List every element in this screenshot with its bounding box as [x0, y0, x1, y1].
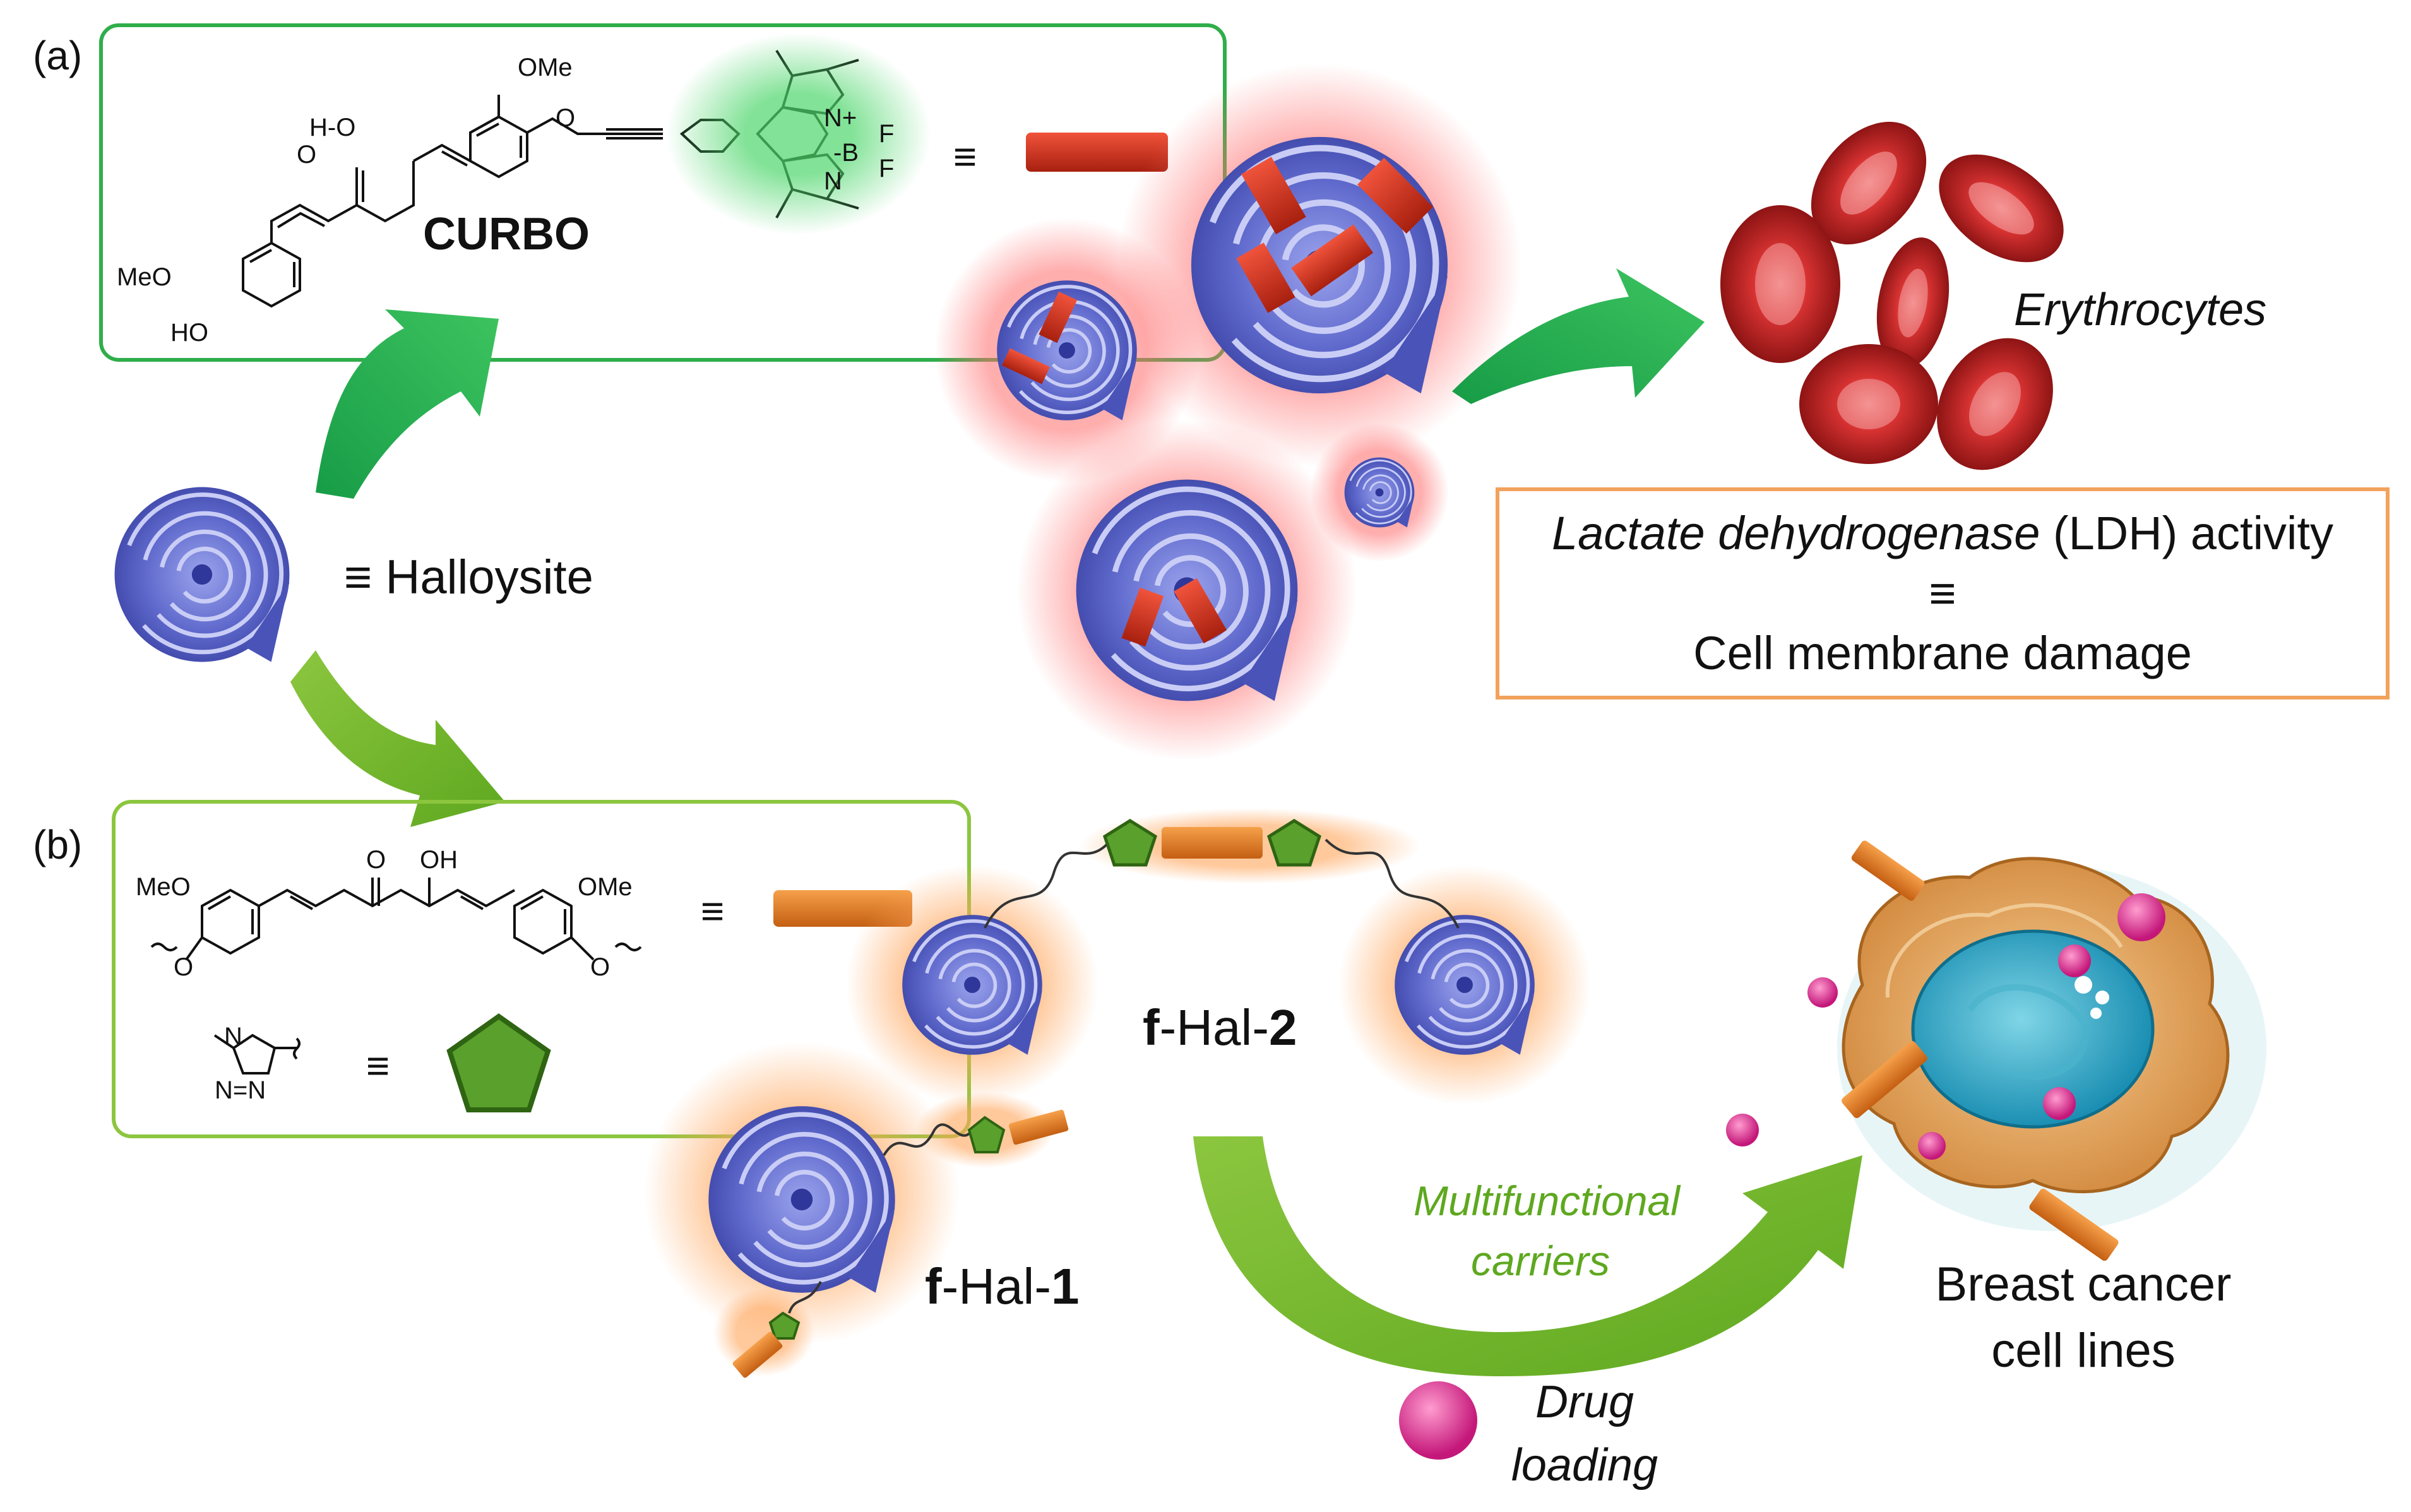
cancer-line1: Breast cancer [1936, 1258, 2232, 1311]
ho-label-a: HO [170, 319, 208, 347]
panel-a-label: (a) [33, 33, 82, 78]
o-label-b: O [366, 846, 386, 874]
n-label: N [824, 167, 842, 195]
o-ether-label: O [556, 104, 575, 132]
fhal1-group [644, 1042, 1069, 1378]
carriers-line1: Multifunctional [1414, 1177, 1681, 1224]
equiv-b2: ≡ [366, 1043, 390, 1088]
fhal1-prefix: f [925, 1258, 942, 1314]
fhal1-label: f-Hal-1 [925, 1258, 1079, 1314]
halloysite-tube [115, 487, 290, 662]
lime-arrow-down [290, 650, 505, 827]
ldh-line3: Cell membrane damage [1693, 627, 2192, 679]
equiv-b1: ≡ [701, 888, 724, 934]
drug-sphere [1399, 1381, 1477, 1460]
ldh-box [1496, 487, 2390, 699]
loaded-halloysite-group [934, 63, 1521, 761]
curbo-label: CURBO [423, 209, 590, 259]
n-plus-label: N+ [824, 104, 857, 132]
o-left-label: O [174, 953, 193, 981]
oh-label-b: OH [420, 846, 458, 874]
curcumin-structure [150, 878, 642, 961]
drug-line2: loading [1511, 1440, 1658, 1491]
fhal1-number: 1 [1051, 1258, 1080, 1314]
triazole-n2: N=N [215, 1076, 266, 1104]
cancer-cell [1726, 840, 2266, 1261]
panel-b-label: (b) [33, 822, 82, 867]
cancer-line2: cell lines [1991, 1324, 2175, 1378]
meo-label-a: MeO [117, 263, 172, 291]
carrier-arrow [1193, 1136, 1862, 1376]
bodipy-glow [666, 33, 931, 235]
o-keto-label: O [297, 141, 316, 169]
equiv-a: ≡ [953, 134, 977, 179]
triazole-n1: N [224, 1023, 242, 1051]
meo-label-b: MeO [136, 873, 191, 901]
triazole-structure [213, 1033, 301, 1074]
fhal2-number: 2 [1269, 999, 1297, 1056]
f-label-1: F [879, 120, 894, 148]
fhal2-label: f-Hal-2 [1143, 999, 1297, 1056]
ome-label-b: OMe [578, 873, 633, 901]
f-label-2: F [879, 155, 894, 182]
h-o-label: H-O [309, 114, 355, 141]
halloysite-label: ≡ Halloysite [344, 551, 593, 604]
fhal2-prefix: f [1143, 999, 1160, 1056]
green-arrow-right [1452, 268, 1705, 404]
ldh-line1: Lactate dehydrogenase (LDH) activity [1552, 507, 2333, 559]
o-right-label: O [590, 953, 610, 981]
carriers-line2: carriers [1471, 1237, 1610, 1284]
drug-line1: Drug [1535, 1377, 1634, 1427]
fhal1-middle: -Hal- [942, 1258, 1051, 1314]
ome-label-a: OMe [518, 54, 573, 81]
erythrocytes-label: Erythrocytes [2014, 285, 2266, 335]
erythrocytes-group [1720, 121, 2064, 470]
triazole-pentagon [446, 1013, 551, 1112]
fhal2-group [846, 808, 1591, 1105]
fhal2-middle: -Hal- [1160, 999, 1269, 1056]
green-arrow-up [316, 309, 499, 499]
ldh-line1-italic: Lactate dehydrogenase [1552, 507, 2040, 559]
ldh-line1-rest: (LDH) activity [2040, 507, 2333, 559]
b-minus-label: -B [833, 139, 859, 167]
ldh-equiv: ≡ [1929, 567, 1956, 619]
curbo-red-bar [1026, 133, 1168, 172]
